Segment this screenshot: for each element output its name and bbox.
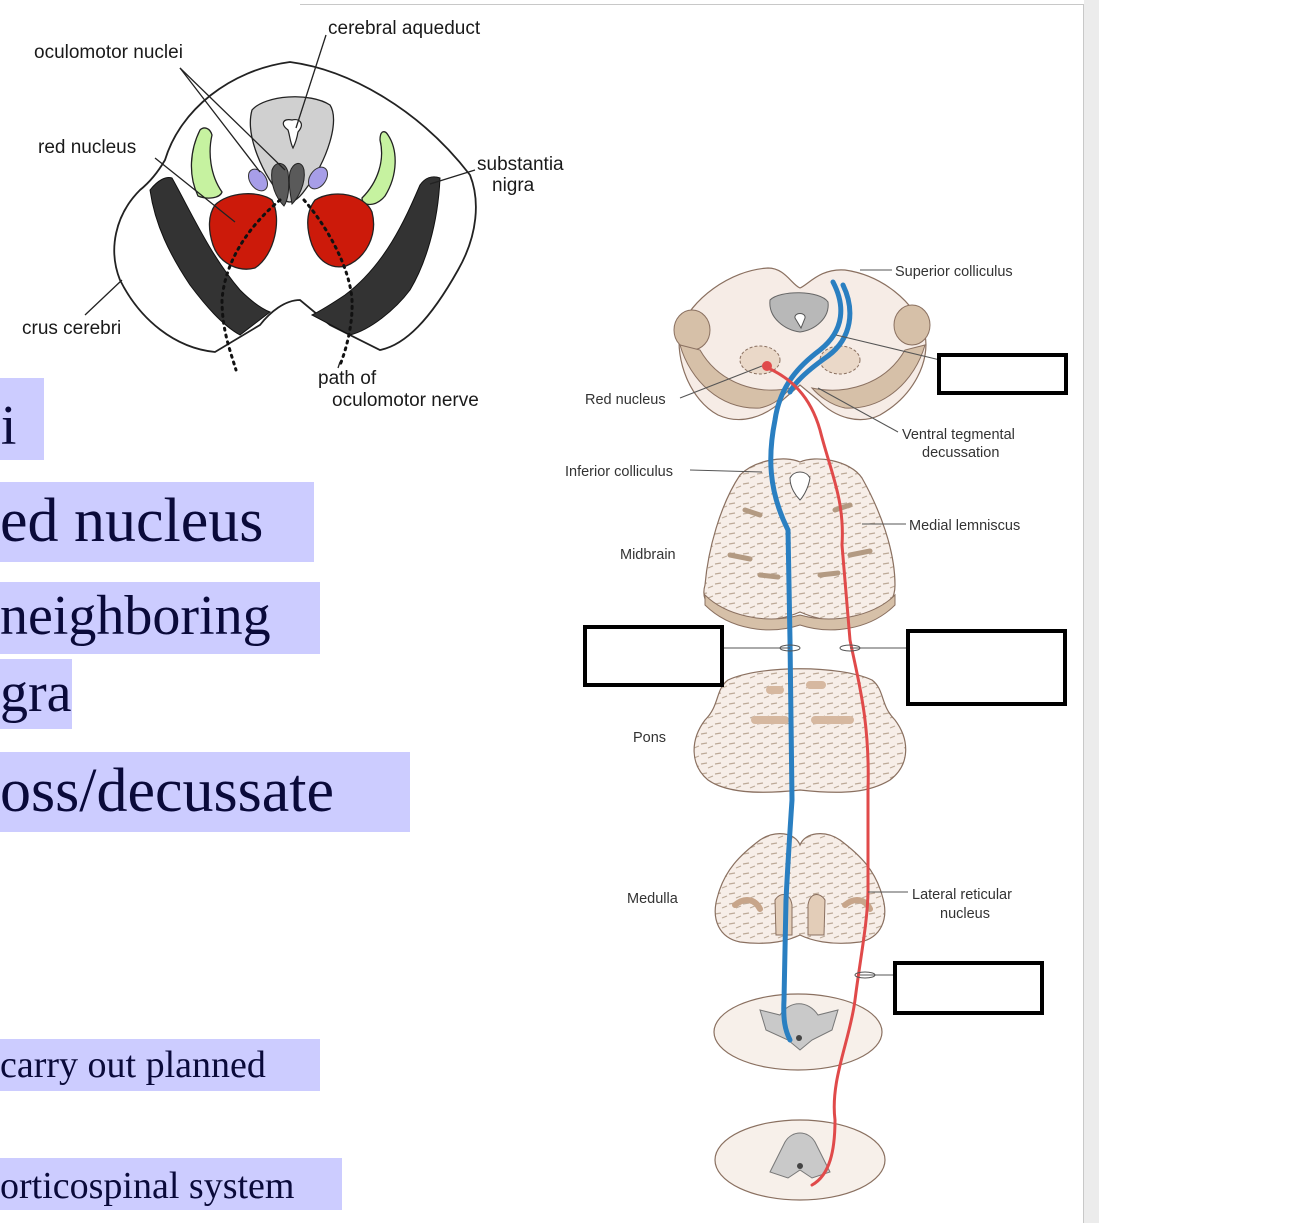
- label-medulla: Medulla: [627, 891, 679, 907]
- tract-blue: [768, 279, 844, 1043]
- leader-oculomotor-nuclei-b: [179, 67, 261, 173]
- label-medial-lemniscus: Medial lemniscus: [909, 518, 1020, 534]
- text-line-2: ed nucleus: [0, 482, 314, 562]
- label-lateral-reticular-1: Lateral reticular: [912, 887, 1012, 903]
- text-line-5-text: oss/decussate: [0, 757, 335, 825]
- leader-inferior-colliculus: [689, 469, 763, 473]
- green-structure-right: [361, 131, 396, 206]
- label-inferior-colliculus: Inferior colliculus: [565, 464, 673, 480]
- label-oculomotor-nuclei: oculomotor nuclei: [34, 42, 183, 63]
- label-path-2: oculomotor nerve: [332, 390, 479, 411]
- label-red-nucleus-path: Red nucleus: [585, 392, 666, 408]
- slide-top-border: [300, 4, 1084, 5]
- tract-red: [766, 366, 870, 1187]
- label-crus-cerebri: crus cerebri: [22, 318, 121, 339]
- section-spinal-cord-lower: [714, 1119, 886, 1201]
- purple-nucleus-left: [247, 168, 269, 192]
- text-line-4: gra: [0, 659, 72, 729]
- red-nucleus-left: [208, 193, 278, 270]
- text-line-4-text: gra: [0, 662, 72, 724]
- section-pons: [693, 668, 907, 793]
- oculomotor-nucleus-right: [288, 163, 305, 206]
- label-substantia-2: nigra: [492, 175, 535, 196]
- label-lateral-reticular-2: nucleus: [940, 906, 990, 922]
- leader-oculomotor-nuclei-a: [179, 67, 286, 171]
- answer-box-right[interactable]: [906, 629, 1067, 706]
- slide-right-border: [1083, 4, 1084, 1223]
- purple-nucleus-right: [307, 166, 329, 190]
- leader-path: [337, 361, 341, 369]
- text-line-3-text: neighboring: [0, 585, 271, 647]
- label-superior-colliculus: Superior colliculus: [895, 264, 1013, 280]
- label-pons: Pons: [633, 730, 666, 746]
- tract-blue-2: [787, 282, 853, 395]
- label-path-1: path of: [318, 368, 377, 389]
- side-panel: [1084, 0, 1099, 1223]
- section-medulla: [714, 833, 886, 944]
- green-structure-left: [190, 127, 223, 199]
- section-midbrain: [703, 458, 896, 631]
- label-ventral-tegmental-2: decussation: [922, 445, 999, 461]
- slide-canvas: ei ed nucleus neighboring gra oss/decuss…: [0, 18, 1068, 1210]
- tract-marker-2: [839, 644, 861, 652]
- rubrospinal-pathway-diagram: Superior colliculus Red nucleus Ventral …: [565, 264, 1068, 1201]
- substantia-nigra-left: [149, 177, 272, 336]
- midbrain-cross-section: cerebral aqueduct oculomotor nuclei red …: [22, 18, 564, 411]
- label-red-nucleus: red nucleus: [38, 137, 136, 158]
- section-spinal-cord-upper: [713, 993, 883, 1071]
- leader-crus-cerebri: [84, 279, 123, 316]
- label-substantia-1: substantia: [477, 154, 564, 175]
- leader-cerebral-aqueduct: [295, 34, 327, 129]
- text-line-3: neighboring: [0, 582, 320, 654]
- leader-red-nucleus: [154, 157, 236, 223]
- answer-box-bottom[interactable]: [893, 961, 1044, 1015]
- leader-ventral-tegmental: [817, 387, 899, 433]
- oculomotor-nucleus-left: [271, 163, 290, 207]
- oculomotor-path-right: [302, 198, 354, 367]
- text-line-5: oss/decussate: [0, 752, 410, 832]
- tract-marker-3: [854, 971, 876, 979]
- text-line-6: carry out planned: [0, 1039, 320, 1091]
- answer-box-top[interactable]: [937, 353, 1068, 395]
- red-nucleus-dot: [762, 361, 772, 371]
- label-midbrain: Midbrain: [620, 547, 676, 563]
- text-line-2-text: ed nucleus: [0, 487, 264, 555]
- label-cerebral-aqueduct: cerebral aqueduct: [328, 18, 481, 39]
- leader-red-nucleus: [679, 365, 763, 399]
- substantia-nigra-right: [310, 176, 441, 336]
- label-ventral-tegmental-1: Ventral tegmental: [902, 427, 1015, 443]
- text-line-7-text: orticospinal system: [0, 1165, 295, 1207]
- tract-marker-1: [779, 644, 801, 652]
- right-background: [1099, 0, 1304, 1223]
- answer-box-left[interactable]: [583, 625, 724, 687]
- text-line-1: ei: [0, 378, 44, 460]
- leader-box-top: [835, 334, 941, 361]
- leader-substantia-nigra: [429, 169, 476, 185]
- text-line-6-text: carry out planned: [0, 1044, 266, 1086]
- oculomotor-path-left: [220, 198, 282, 372]
- text-line-1-text: ei: [0, 395, 17, 457]
- red-nucleus-right: [307, 193, 375, 268]
- text-line-7: orticospinal system: [0, 1158, 342, 1210]
- section-superior-colliculus: [673, 267, 931, 421]
